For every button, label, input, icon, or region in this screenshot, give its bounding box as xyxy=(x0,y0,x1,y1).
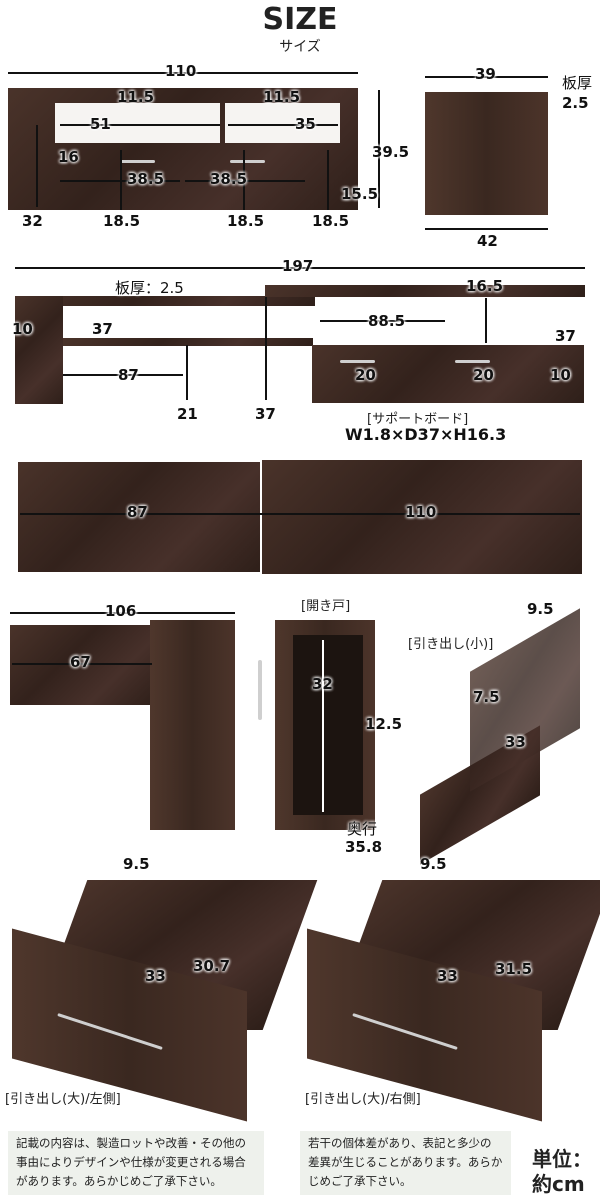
dim-left-w: 30.7 xyxy=(193,957,231,975)
dim-open-2: 11.5 xyxy=(263,88,301,106)
note-2: 若干の個体差があり、表記と多少の差異が生じることがあります。あらかじめご了承下さ… xyxy=(300,1131,511,1195)
dim-ext-h10: 10 xyxy=(12,320,33,338)
dim-ext-w885: 88.5 xyxy=(368,312,406,330)
dim-ext-dr10: 10 xyxy=(550,366,571,384)
dim-right-w: 31.5 xyxy=(495,960,533,978)
dim-door-height: 32 xyxy=(312,675,333,693)
dim-dw2: 38.5 xyxy=(210,170,248,188)
support-board-dims: W1.8×D37×H16.3 xyxy=(345,425,507,444)
dim-right-d: 33 xyxy=(437,967,458,985)
dim-w2: 35 xyxy=(295,115,316,133)
dim-ext-h37: 37 xyxy=(255,405,276,423)
dim-ext-d37a: 37 xyxy=(92,320,113,338)
dim-corner-inner: 67 xyxy=(70,653,91,671)
dim-leg: 32 xyxy=(22,212,43,230)
dim-ext-thickness: 板厚：2.5 xyxy=(115,279,184,297)
right-drawer-label: [引き出し(大)/右側] xyxy=(305,1092,421,1107)
door-depth-label: 奥行 xyxy=(347,820,378,838)
small-drawer-label: [引き出し(小)] xyxy=(408,637,494,652)
dim-height: 39.5 xyxy=(372,143,410,161)
dim-width: 110 xyxy=(165,62,197,80)
dim-side-h: 16 xyxy=(58,148,79,166)
dim-top-left: 87 xyxy=(127,503,148,521)
dim-small-h: 9.5 xyxy=(527,600,554,618)
dim-ext-d37b: 37 xyxy=(555,327,576,345)
unit-label: 単位： xyxy=(532,1147,592,1171)
dim-ext-width: 197 xyxy=(282,257,314,275)
dim-small-w: 7.5 xyxy=(473,688,500,706)
door-label: [開き戸] xyxy=(301,599,351,614)
left-drawer-label: [引き出し(大)/左側] xyxy=(5,1092,121,1107)
dim-thickness: 2.5 xyxy=(562,94,589,112)
dim-d3: 18.5 xyxy=(312,212,350,230)
thickness-label: 板厚 xyxy=(562,74,593,92)
dim-d2: 18.5 xyxy=(227,212,265,230)
subtitle: サイズ xyxy=(279,39,321,55)
support-board-label: [サポートボード] xyxy=(367,412,469,427)
dim-ext-dr20a: 20 xyxy=(355,366,376,384)
dim-small-d: 33 xyxy=(505,733,526,751)
dim-w1: 51 xyxy=(90,115,111,133)
dim-left-d: 33 xyxy=(145,967,166,985)
dim-ext-dr20b: 20 xyxy=(473,366,494,384)
dim-corner-width: 106 xyxy=(105,602,137,620)
dim-right-h: 9.5 xyxy=(420,855,447,873)
dim-door-depth: 35.8 xyxy=(345,838,383,856)
dim-dh: 15.5 xyxy=(341,185,379,203)
dim-d1: 18.5 xyxy=(103,212,141,230)
dim-door-width: 12.5 xyxy=(365,715,403,733)
note-1: 記載の内容は、製造ロットや改善・その他の事由によりデザインや仕様が変更される場合… xyxy=(8,1131,264,1195)
title: SIZE xyxy=(262,2,338,37)
dim-left-h: 9.5 xyxy=(123,855,150,873)
unit-value: 約cm xyxy=(532,1172,585,1196)
dim-top-right: 110 xyxy=(405,503,437,521)
dim-top: 39 xyxy=(475,65,496,83)
dim-dw1: 38.5 xyxy=(127,170,165,188)
dim-ext-w87: 87 xyxy=(118,366,139,384)
dim-ext-h16: 16.5 xyxy=(466,277,504,295)
dim-depth: 42 xyxy=(477,232,498,250)
dim-open-1: 11.5 xyxy=(117,88,155,106)
dim-ext-h21: 21 xyxy=(177,405,198,423)
